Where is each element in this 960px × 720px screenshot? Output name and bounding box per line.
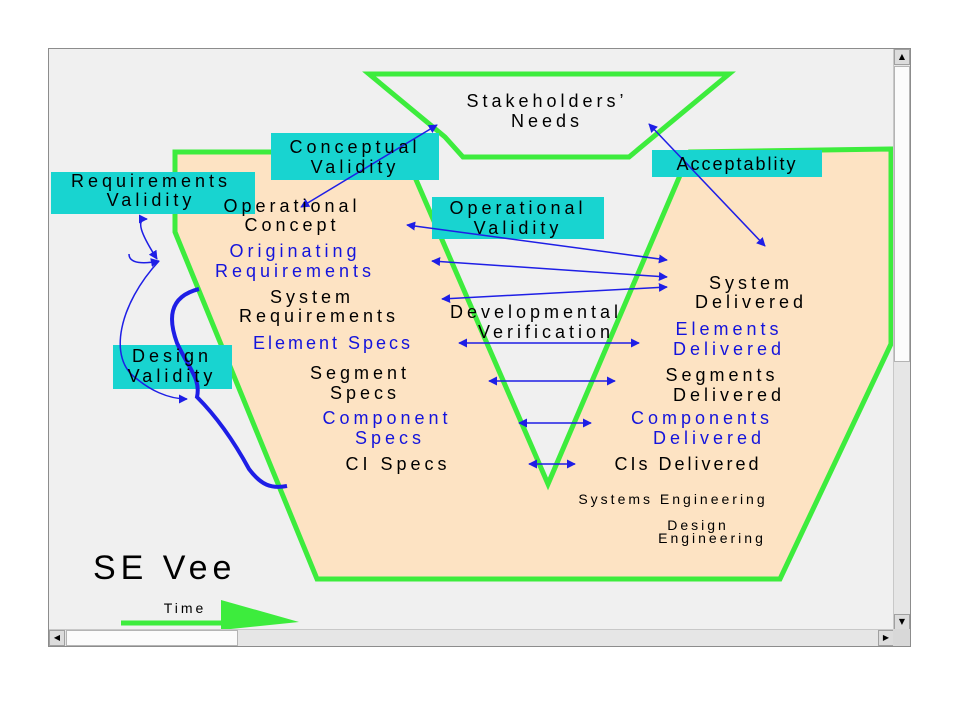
design-engineering-line1: Design (667, 517, 729, 533)
segments-delivered-line1: Segments (665, 365, 778, 385)
time-arrow-head (221, 600, 299, 630)
element-specs-label: Element Specs (253, 333, 413, 353)
requirements-validity-line2: Validity (107, 190, 196, 210)
validity-curve-mid (128, 253, 160, 267)
design-engineering-line2: Engineering (658, 530, 766, 546)
operational-validity-arrow (406, 221, 668, 264)
developmental-verification-line1: Developmental (450, 302, 622, 322)
scroll-left-icon[interactable]: ◀ (49, 630, 65, 646)
horizontal-scrollbar[interactable]: ◀ ▶ (49, 629, 894, 646)
design-validity-box (113, 345, 232, 389)
originating-requirements-line1: Originating (229, 241, 360, 261)
developmental-verification-line2: Verification (478, 322, 614, 342)
segment-specs-line2: Specs (330, 383, 400, 403)
stakeholders-needs-line2: Needs (511, 111, 583, 131)
segments-delivered-line2: Delivered (673, 385, 785, 405)
operational-validity-line2: Validity (474, 218, 563, 238)
segment-specs-line1: Segment (310, 363, 410, 383)
operational-concept-line2: Concept (244, 215, 339, 235)
design-validity-line1: Design (132, 346, 212, 366)
conceptual-validity-line1: Conceptual (289, 137, 420, 157)
scroll-right-icon[interactable]: ▶ (878, 630, 894, 646)
elements-delivered-line2: Delivered (673, 339, 785, 359)
operational-concept-line1: Operational (223, 196, 360, 216)
viewer-window: Stakeholders’ Needs Conceptual Validity … (48, 48, 911, 647)
originating-requirements-line2: Requirements (215, 261, 375, 281)
acceptability-label: Acceptablity (676, 154, 797, 174)
conceptual-validity-arrow (300, 124, 438, 208)
components-delivered-line1: Components (631, 408, 773, 428)
operational-validity-line1: Operational (449, 198, 586, 218)
validity-curve-lower (119, 260, 188, 404)
systems-engineering-label: Systems Engineering (578, 491, 767, 507)
vertical-scrollbar[interactable]: ▲ ▼ (893, 49, 910, 630)
requirements-validity-box (51, 172, 255, 214)
horizontal-scroll-thumb[interactable] (66, 630, 238, 646)
se-vee-title: SE Vee (93, 549, 236, 587)
components-delivered-line2: Delivered (653, 428, 765, 448)
system-delivered-line2: Delivered (695, 292, 807, 312)
conceptual-validity-line2: Validity (311, 157, 400, 177)
time-label: Time (164, 600, 207, 616)
vee-outline (172, 146, 894, 582)
system-requirements-line2: Requirements (239, 306, 399, 326)
system-requirements-arrow (441, 282, 668, 304)
component-specs-line1: Component (322, 408, 451, 428)
system-requirements-line1: System (270, 287, 354, 307)
stakeholders-needs-line1: Stakeholders’ (466, 91, 627, 111)
cis-delivered-label: CIs Delivered (614, 454, 761, 474)
design-validity-line2: Validity (128, 366, 217, 386)
component-specs-line2: Specs (355, 428, 425, 448)
system-delivered-line1: System (709, 273, 793, 293)
validity-curve-upper (138, 214, 158, 260)
originating-requirements-arrow (431, 257, 668, 281)
requirements-validity-line1: Requirements (71, 171, 231, 191)
diagram-canvas: Stakeholders’ Needs Conceptual Validity … (49, 49, 894, 630)
vertical-scroll-thumb[interactable] (894, 66, 910, 362)
design-brace (170, 287, 288, 489)
se-vee-diagram: Stakeholders’ Needs Conceptual Validity … (51, 71, 894, 630)
ci-specs-label: CI Specs (345, 454, 450, 474)
acceptability-arrow (648, 123, 766, 247)
elements-delivered-line1: Elements (675, 319, 782, 339)
scroll-down-icon[interactable]: ▼ (894, 614, 910, 630)
scroll-up-icon[interactable]: ▲ (894, 49, 910, 65)
scrollbar-corner (893, 629, 910, 646)
